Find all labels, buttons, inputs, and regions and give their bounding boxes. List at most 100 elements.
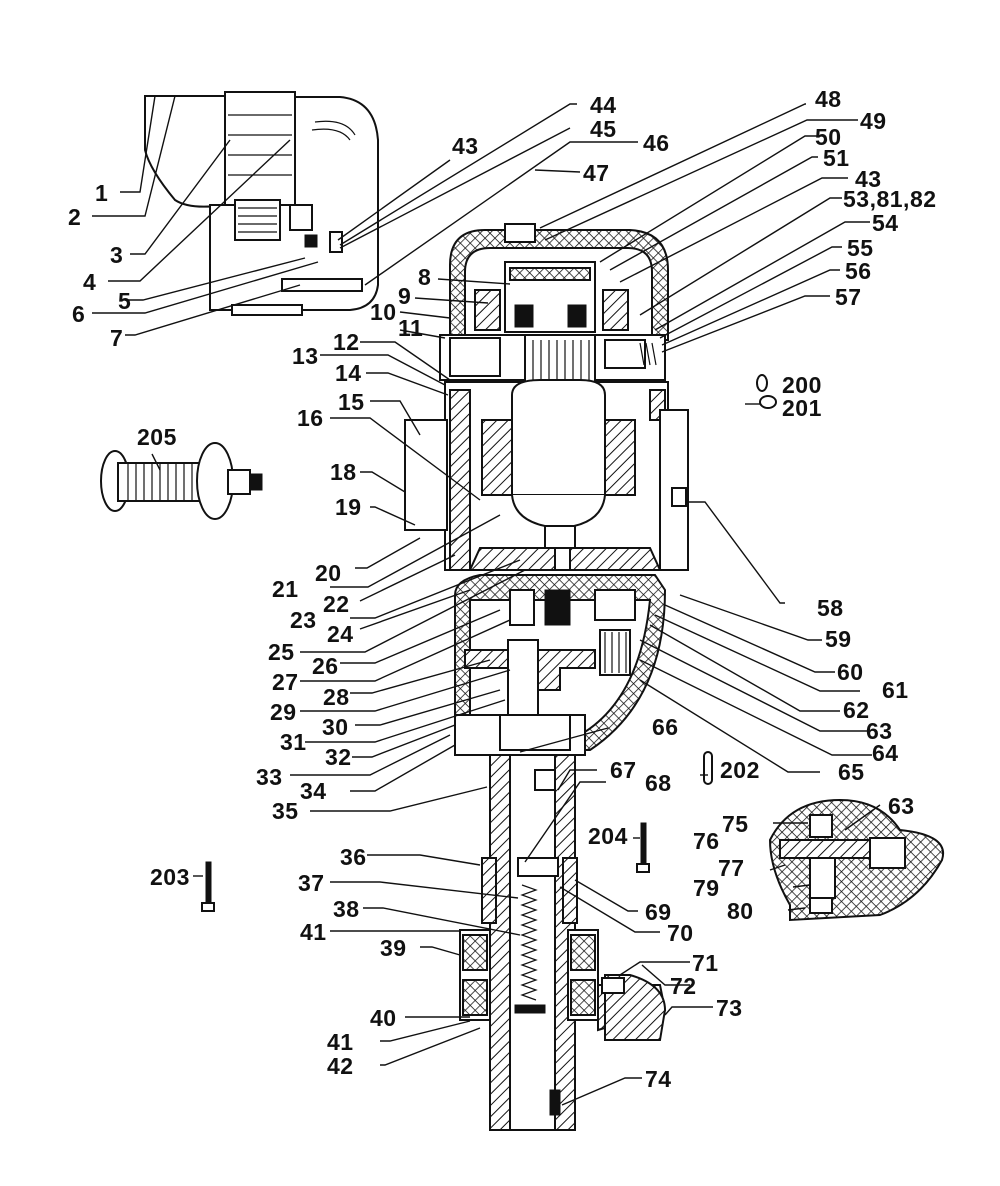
part-label-79: 79 — [693, 875, 720, 901]
part-label-23: 23 — [290, 607, 317, 633]
part-label-47: 47 — [583, 160, 610, 186]
commutator — [532, 340, 590, 380]
part-label-21: 21 — [272, 576, 299, 602]
side-handle-205 — [100, 442, 263, 520]
part-label-30: 30 — [322, 714, 349, 740]
screw-203 — [201, 861, 215, 912]
part-label-77: 77 — [718, 855, 745, 881]
part-label-65: 65 — [838, 759, 865, 785]
part-label-55: 55 — [847, 235, 874, 261]
motor-cap — [449, 223, 669, 341]
part-label-46: 46 — [643, 130, 670, 156]
gear-detail-inset — [768, 798, 945, 922]
part-label-66: 66 — [652, 714, 679, 740]
spindle-column — [459, 754, 667, 1131]
part-label-205: 205 — [137, 424, 177, 450]
part-label-4: 4 — [83, 269, 97, 295]
part-label-72: 72 — [670, 973, 697, 999]
part-label-64: 64 — [872, 740, 899, 766]
part-label-61: 61 — [882, 677, 909, 703]
screw-204 — [636, 822, 650, 873]
part-label-75: 75 — [722, 811, 749, 837]
part-label-41-a: 41 — [300, 919, 327, 945]
part-label-203: 203 — [150, 864, 190, 890]
part-label-6: 6 — [72, 301, 86, 327]
part-label-57: 57 — [835, 284, 862, 310]
part-label-25: 25 — [268, 639, 295, 665]
part-label-29: 29 — [270, 699, 297, 725]
part-label-51: 51 — [823, 145, 850, 171]
part-label-76: 76 — [693, 828, 720, 854]
part-label-73: 73 — [716, 995, 743, 1021]
part-label-63-a: 63 — [866, 718, 893, 744]
part-label-80: 80 — [727, 898, 754, 924]
part-label-48: 48 — [815, 86, 842, 112]
part-label-11: 11 — [398, 315, 424, 341]
part-label-204: 204 — [588, 823, 628, 849]
part-label-41-b: 41 — [327, 1029, 354, 1055]
part-label-26: 26 — [312, 653, 339, 679]
part-label-69: 69 — [645, 899, 672, 925]
part-label-34: 34 — [300, 778, 327, 804]
part-label-54: 54 — [872, 210, 899, 236]
part-label-36: 36 — [340, 844, 367, 870]
part-label-18: 18 — [330, 459, 357, 485]
part-label-14: 14 — [335, 360, 362, 386]
part-label-8: 8 — [418, 264, 432, 290]
part-label-39: 39 — [380, 935, 407, 961]
part-label-3: 3 — [110, 242, 124, 268]
part-label-31: 31 — [280, 729, 307, 755]
part-label-40: 40 — [370, 1005, 397, 1031]
part-label-202: 202 — [720, 757, 760, 783]
part-label-19: 19 — [335, 494, 362, 520]
part-label-38: 38 — [333, 896, 360, 922]
part-label-62: 62 — [843, 697, 870, 723]
part-label-53-81-82: 53,81,82 — [843, 186, 937, 212]
switch-housing-inset — [144, 91, 379, 316]
part-label-22: 22 — [323, 591, 350, 617]
pin-202 — [703, 751, 713, 785]
part-label-20: 20 — [315, 560, 342, 586]
part-label-33: 33 — [256, 764, 283, 790]
part-label-24: 24 — [327, 621, 354, 647]
part-label-56: 56 — [845, 258, 872, 284]
part-label-12: 12 — [333, 329, 360, 355]
part-label-15: 15 — [338, 389, 365, 415]
part-label-7: 7 — [110, 325, 124, 351]
part-label-5: 5 — [118, 288, 132, 314]
part-label-42: 42 — [327, 1053, 354, 1079]
part-label-35: 35 — [272, 798, 299, 824]
brush-holder-ring — [439, 334, 666, 384]
part-label-58: 58 — [817, 595, 844, 621]
leader-lines — [92, 95, 881, 1106]
part-label-50: 50 — [815, 124, 842, 150]
part-label-13: 13 — [292, 343, 319, 369]
part-label-16: 16 — [297, 405, 324, 431]
washer-200-201 — [756, 374, 777, 409]
part-label-60: 60 — [837, 659, 864, 685]
part-label-10: 10 — [370, 299, 397, 325]
part-label-32: 32 — [325, 744, 352, 770]
part-label-2: 2 — [68, 204, 82, 230]
part-label-43-b: 43 — [855, 166, 882, 192]
part-label-43-a: 43 — [452, 133, 479, 159]
part-label-70: 70 — [667, 920, 694, 946]
part-label-49: 49 — [860, 108, 887, 134]
gear-housing — [454, 574, 667, 756]
part-label-59: 59 — [825, 626, 852, 652]
part-label-1: 1 — [95, 180, 109, 206]
part-label-37: 37 — [298, 870, 325, 896]
part-label-71: 71 — [692, 950, 719, 976]
part-label-201: 201 — [782, 395, 822, 421]
part-label-67: 67 — [610, 757, 637, 783]
part-label-9: 9 — [398, 283, 412, 309]
part-label-63-b: 63 — [888, 793, 915, 819]
part-label-27: 27 — [272, 669, 299, 695]
part-label-68: 68 — [645, 770, 672, 796]
motor-housing — [404, 379, 689, 571]
part-label-44: 44 — [590, 92, 617, 118]
part-label-45: 45 — [590, 116, 617, 142]
part-label-200: 200 — [782, 372, 822, 398]
part-label-74: 74 — [645, 1066, 672, 1092]
